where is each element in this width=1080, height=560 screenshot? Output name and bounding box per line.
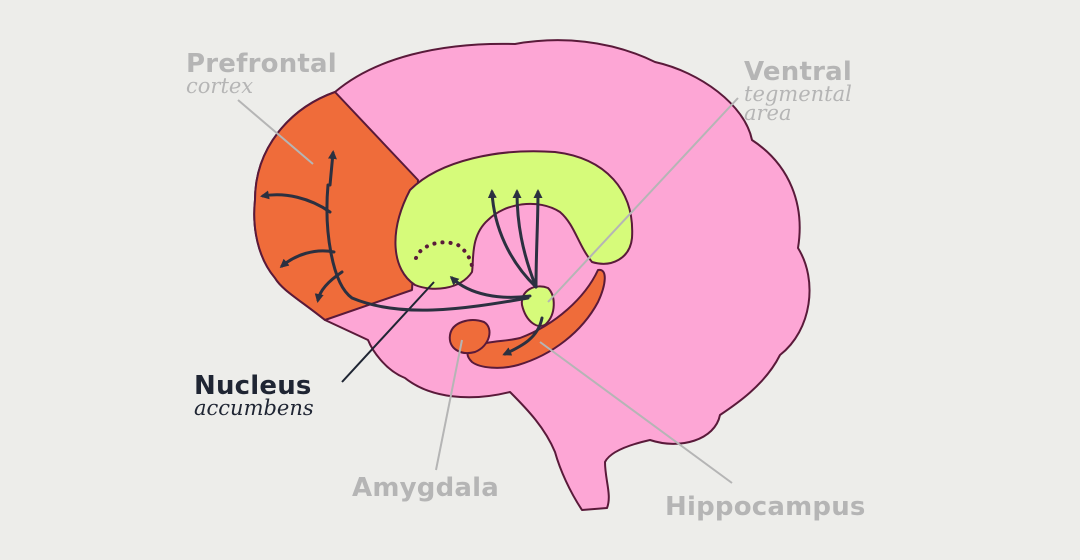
pathway-to-frontal-upper	[260, 190, 332, 214]
ventral-pointer	[547, 97, 739, 303]
pathway-trunk	[325, 183, 530, 312]
pathway-to-striatum-1	[487, 189, 538, 289]
prefrontal-title: Prefrontal	[186, 49, 337, 79]
label-hippocampus: Hippocampus	[665, 494, 866, 520]
pointer-lines	[237, 97, 739, 484]
prefrontal-subtitle: cortex	[186, 74, 254, 98]
hippocampus-title: Hippocampus	[665, 492, 866, 522]
pathway-to-striatum-2	[512, 189, 538, 289]
nucleus-title: Nucleus	[194, 371, 312, 401]
nucleus-pointer	[341, 281, 435, 383]
label-ventral-tegmental-area: Ventral tegmental area	[744, 57, 852, 125]
striatum-region	[394, 150, 634, 290]
hippocampus-pointer	[539, 341, 733, 484]
prefrontal-pointer	[237, 99, 314, 165]
pathway-arrows	[260, 150, 544, 356]
amygdala-pointer	[435, 339, 463, 471]
label-prefrontal-cortex: Prefrontal cortex	[186, 49, 337, 98]
ventral-title: Ventral	[744, 57, 852, 87]
amygdala-title: Amygdala	[352, 473, 499, 503]
nucleus-accumbens-boundary	[414, 240, 475, 274]
pathway-to-frontal-lower	[314, 270, 344, 303]
pathway-to-frontal-top	[327, 150, 337, 187]
pathway-to-nucleus	[449, 275, 532, 299]
amygdala-region	[448, 319, 491, 354]
label-nucleus-accumbens: Nucleus accumbens	[194, 371, 314, 420]
hippocampus-region	[466, 268, 606, 369]
pathway-to-hippocampus	[502, 316, 544, 356]
ventral-subtitle-line1: tegmental	[744, 82, 852, 106]
pathway-to-frontal-middle	[279, 249, 336, 268]
ventral-subtitle-line2: area	[744, 101, 792, 125]
pathway-to-striatum-3	[533, 189, 543, 289]
label-amygdala: Amygdala	[352, 475, 499, 501]
nucleus-subtitle: accumbens	[194, 396, 314, 420]
